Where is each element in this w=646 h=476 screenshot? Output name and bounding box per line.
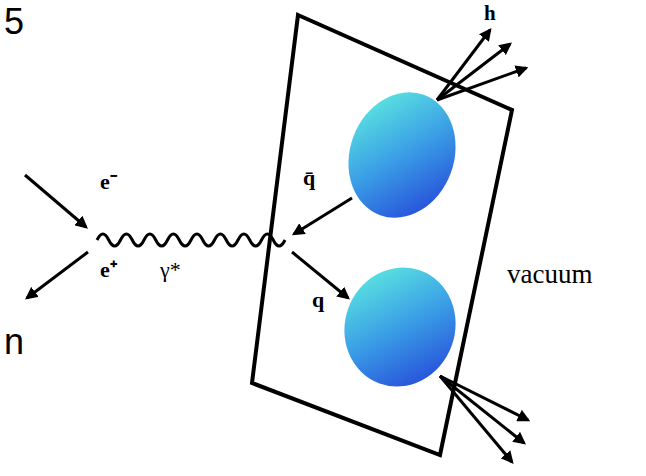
vacuum-outline [245, 10, 640, 462]
antiquark-arrow [294, 198, 352, 234]
vacuum-region: vacuum [245, 10, 640, 462]
photon-wave [97, 234, 285, 246]
vacuum-border [252, 15, 512, 455]
electron-arrow [25, 175, 86, 227]
particle-label: q [312, 288, 324, 312]
slide-fragment: 5 [4, 2, 24, 42]
particle-label: q̄ [303, 166, 315, 190]
hadronization-blob [331, 77, 473, 233]
particle-label: h [484, 2, 496, 25]
slide-fragment: n [4, 322, 24, 362]
positron-arrow [27, 252, 88, 298]
particle-label: γ* [160, 258, 181, 282]
hadron-arrow [440, 376, 512, 462]
particle-label: e⁺ [100, 258, 117, 282]
region-label: vacuum [507, 260, 592, 290]
particle-label: e⁻ [100, 170, 117, 194]
